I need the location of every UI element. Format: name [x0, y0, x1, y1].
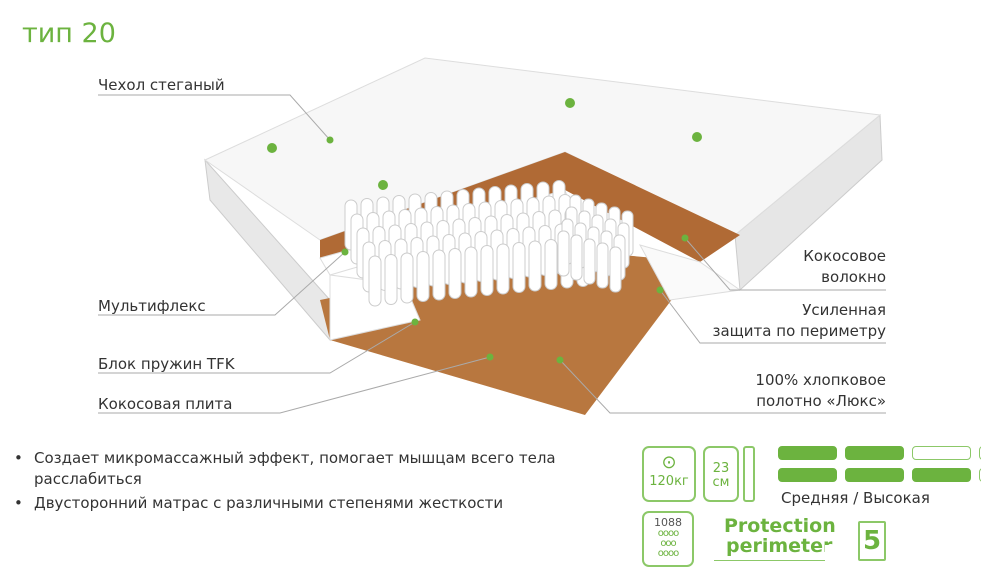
- spring: [368, 255, 382, 307]
- kettlebell-icon: ⊙: [661, 452, 677, 473]
- spring: [480, 245, 494, 296]
- firmness-label: Средняя / Высокая: [781, 489, 930, 507]
- protection-text: perimeter: [726, 535, 833, 557]
- height-value: 23: [712, 461, 730, 476]
- spring: [432, 249, 446, 301]
- bullet-item: •Двусторонний матрас с различными степен…: [14, 494, 504, 512]
- spring: [557, 230, 570, 277]
- spring: [528, 240, 542, 292]
- label-line: волокно: [821, 268, 886, 286]
- label-multiflex: Мультифлекс: [98, 297, 206, 315]
- spring: [544, 239, 558, 290]
- bullet-item: •Создает микромассажный эффект, помогает…: [14, 449, 556, 488]
- label-spring-block: Блок пружин TFK: [98, 355, 235, 373]
- firmness-bar: [912, 446, 971, 460]
- firmness-bar: [845, 468, 904, 482]
- firmness-bar: [778, 446, 837, 460]
- overlay-mask: [825, 545, 855, 579]
- firmness-bar: [778, 468, 837, 482]
- ruler-icon: [743, 446, 755, 502]
- warranty-badge: 5: [858, 521, 886, 561]
- spring: [512, 242, 526, 293]
- label-line: защита по периметру: [712, 322, 886, 340]
- protection-text: Protection: [724, 515, 836, 537]
- label-line: Кокосовое: [803, 247, 886, 265]
- bullet-text: Двусторонний матрас с различными степеня…: [34, 494, 504, 512]
- label-coco-fiber: Кокосовое волокно: [803, 246, 886, 288]
- label-cover: Чехол стеганый: [98, 76, 225, 94]
- spring: [416, 251, 430, 302]
- leader-lines: [98, 94, 886, 414]
- leader-dots: [326, 136, 689, 364]
- firmness-bar: [845, 446, 904, 460]
- spring: [496, 243, 510, 295]
- spring-block: [344, 180, 634, 307]
- firmness-bar: [912, 468, 971, 482]
- label-cotton: 100% хлопковое полотно «Люкс»: [755, 370, 886, 412]
- label-coconut-slab: Кокосовая плита: [98, 395, 233, 413]
- spring: [570, 234, 583, 281]
- coconut-slab: [320, 250, 700, 415]
- label-line: 100% хлопковое: [755, 371, 886, 389]
- label-perimeter: Усиленная защита по периметру: [713, 300, 886, 342]
- spring: [400, 252, 414, 304]
- firmness-scale: [778, 446, 981, 482]
- protection-perimeter-badge: Protection perimeter: [714, 516, 836, 561]
- label-line: полотно «Люкс»: [756, 392, 886, 410]
- bullet-text: Создает микромассажный эффект, помогает …: [34, 449, 556, 467]
- spring: [448, 248, 462, 299]
- spring: [583, 238, 596, 285]
- bullet-text: расслабиться: [34, 470, 142, 488]
- height-unit: см: [712, 475, 730, 490]
- spring: [464, 246, 478, 298]
- load-value: 120кг: [649, 474, 689, 489]
- spring: [596, 242, 609, 289]
- label-line: Усиленная: [802, 301, 886, 319]
- page-title: тип 20: [22, 18, 116, 49]
- springs-count: 1088: [654, 516, 682, 529]
- load-badge: ⊙ 120кг: [642, 446, 696, 502]
- brand-logo-marks: [267, 98, 702, 190]
- spring: [384, 254, 398, 305]
- spring: [609, 246, 622, 293]
- coco-fiber-layer: [320, 152, 740, 262]
